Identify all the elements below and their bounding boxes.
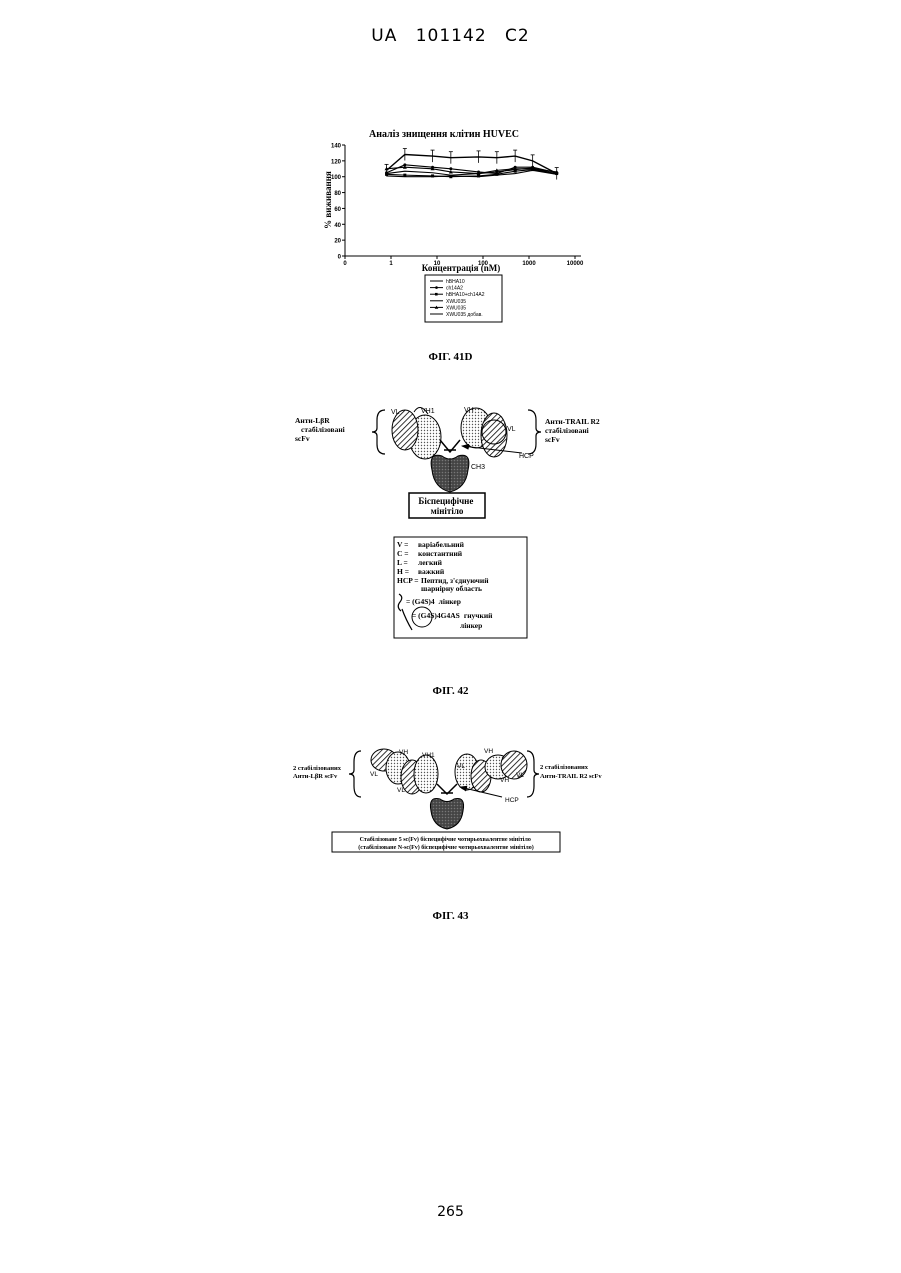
fig42-left-label: Анти-LβR стабілізовані scFv: [295, 416, 347, 443]
svg-text:H =важкий: H =важкий: [397, 567, 445, 576]
fig42-vl-left-label: VL: [391, 409, 400, 416]
svg-text:шарнірну область: шарнірну область: [421, 584, 482, 593]
legend-label: hBHA10: [446, 279, 465, 285]
legend-label: XWU035 добав.: [446, 312, 483, 318]
chart-legend: hBHA10ch14A2hBHA10+ch14A2XWU035XWU035XWU…: [430, 279, 485, 318]
fig41d-caption: ФІГ. 41D: [0, 351, 901, 363]
y-tick-label: 120: [331, 159, 342, 165]
y-axis-label: % виживання: [323, 171, 333, 229]
x-tick-label: 1: [389, 261, 393, 267]
fig43-diagram: 2 стабілізованих Анти-LβR scFv 2 стабілі…: [293, 748, 602, 852]
page-number: 265: [0, 1204, 901, 1220]
legend-label: XWU035: [446, 299, 466, 305]
fig42-vl-right-label: VL: [507, 426, 516, 433]
chart-axes: [345, 145, 581, 256]
y-tick-label: 140: [331, 144, 342, 150]
svg-text:= (G4S)4G4ASгнучкий: = (G4S)4G4ASгнучкий: [412, 611, 493, 620]
fig43-left-label: 2 стабілізованих Анти-LβR scFv: [293, 765, 343, 780]
svg-text:C =константний: C =константний: [397, 549, 463, 558]
x-tick-label: 1000: [522, 261, 536, 267]
y-tick-label: 20: [334, 239, 341, 245]
svg-text:V =варіабельний: V =варіабельний: [397, 540, 465, 549]
svg-text:VH: VH: [500, 777, 509, 784]
fig42-vl-left-domain: [392, 410, 418, 450]
fig42-hcp-label: HCP: [519, 453, 534, 460]
svg-text:VH: VH: [484, 748, 493, 755]
y-tick-label: 60: [334, 207, 341, 213]
y-tick-label: 40: [334, 223, 341, 229]
y-tick-label: 0: [338, 255, 342, 261]
fig43-right-label: 2 стабілізованих Анти-TRAIL R2 scFv: [540, 764, 602, 780]
fig43-right-brace: [527, 751, 539, 797]
svg-text:VL: VL: [397, 787, 405, 794]
svg-text:= (G4S)4лінкер: = (G4S)4лінкер: [406, 597, 461, 606]
fig42-caption: ФІГ. 42: [0, 685, 901, 697]
chart-series: [385, 149, 559, 180]
svg-text:HCP: HCP: [505, 797, 519, 804]
legend-label: hBHA10+ch14A2: [446, 292, 485, 298]
data-point: [449, 167, 452, 170]
legend-label: ch14A2: [446, 286, 463, 292]
svg-text:VL: VL: [457, 763, 465, 770]
svg-text:VH1: VH1: [422, 752, 435, 759]
y-tick-label: 80: [334, 191, 341, 197]
svg-text:лінкер: лінкер: [460, 621, 482, 630]
svg-text:L =легкий: L =легкий: [397, 558, 443, 567]
legend-label: XWU035: [446, 305, 466, 311]
svg-text:VL: VL: [370, 771, 378, 778]
x-tick-label: 10000: [567, 261, 584, 267]
chart-title: Аналіз знищення клітин HUVEC: [369, 129, 519, 140]
fig42-diagram: Анти-LβR стабілізовані scFv Анти-TRAIL R…: [295, 407, 602, 638]
fig41d-chart: Аналіз знищення клітин HUVEC 02040608010…: [323, 129, 584, 322]
fig42-right-label: Анти-TRAIL R2 стабілізовані scFv: [545, 417, 602, 444]
fig42-vh-label: VH: [464, 407, 474, 414]
fig43-caption: ФІГ. 43: [0, 910, 901, 922]
legend-marker: [435, 293, 438, 296]
fig43-ch3-domain: [430, 799, 463, 830]
svg-text:VL: VL: [516, 772, 524, 779]
fig42-ch3-label: CH3: [471, 464, 485, 471]
y-ticks: 020406080100120140: [331, 144, 345, 261]
legend-marker: [435, 286, 438, 289]
fig42-vh1-label: VH1: [421, 408, 435, 415]
x-axis-label: Концентрація (nM): [422, 263, 500, 273]
fig42-right-brace: [528, 410, 541, 454]
svg-text:VH: VH: [399, 749, 408, 756]
x-tick-label: 0: [343, 261, 347, 267]
fig42-left-brace: [372, 410, 385, 454]
fig43-left-brace: [349, 751, 361, 797]
